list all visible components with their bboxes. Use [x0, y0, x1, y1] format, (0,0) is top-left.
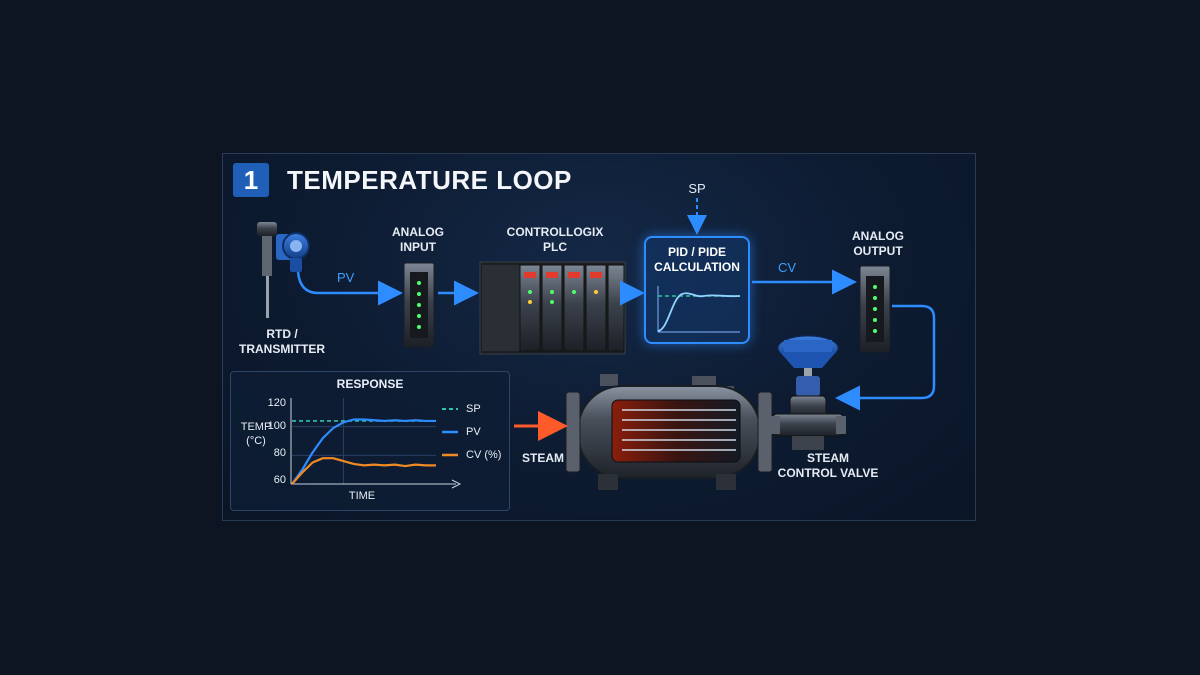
steam-control-valve-label: STEAM CONTROL VALVE [777, 451, 879, 480]
loop-title: TEMPERATURE LOOP [287, 165, 572, 195]
ao-to-valve-arrow [835, 304, 936, 411]
plc-rack-icon [479, 261, 626, 355]
analog-output-module-icon [859, 265, 891, 353]
pv-signal-label: PV [337, 270, 355, 285]
sp-signal-label: SP [688, 181, 706, 196]
steam-label: STEAM [522, 451, 564, 465]
rtd-transmitter-label: RTD / TRANSMITTER [239, 327, 325, 356]
x-axis-arrowhead [451, 479, 462, 489]
response-chart-title: RESPONSE [336, 377, 404, 391]
y-tick-label: 120 [267, 397, 286, 409]
series-line-pv [291, 418, 436, 485]
pid-label: PID / PIDE CALCULATION [654, 245, 740, 274]
y-tick-label: 100 [267, 420, 286, 432]
analog-input-label: ANALOG INPUT [392, 225, 444, 254]
loop-number-badge: 1 [233, 163, 269, 197]
analog-output-label: ANALOG OUTPUT [852, 229, 904, 258]
steam-control-valve-icon [770, 335, 846, 450]
legend-sp-label: SP [466, 403, 481, 415]
pid-calculation-box [644, 236, 750, 344]
y-tick-label: 60 [273, 474, 286, 486]
cv-signal-label: CV [778, 260, 797, 275]
legend-pv-label: PV [466, 426, 481, 438]
y-tick-label: 80 [273, 447, 286, 459]
response-x-axis-label: TIME [348, 490, 376, 502]
heat-exchanger-icon [565, 374, 773, 490]
rtd-transmitter-icon [257, 222, 310, 318]
series-line-cv [291, 457, 436, 485]
plc-label: CONTROLLOGIX PLC [506, 225, 604, 254]
response-chart-panel [230, 371, 510, 511]
analog-input-module-icon [403, 262, 435, 348]
pid-trend-icon [657, 286, 741, 333]
response-y-axis-label: TEMP (°C) [240, 421, 272, 447]
pv-signal-arrow [296, 271, 403, 306]
legend-cv-label: CV (%) [466, 449, 502, 461]
